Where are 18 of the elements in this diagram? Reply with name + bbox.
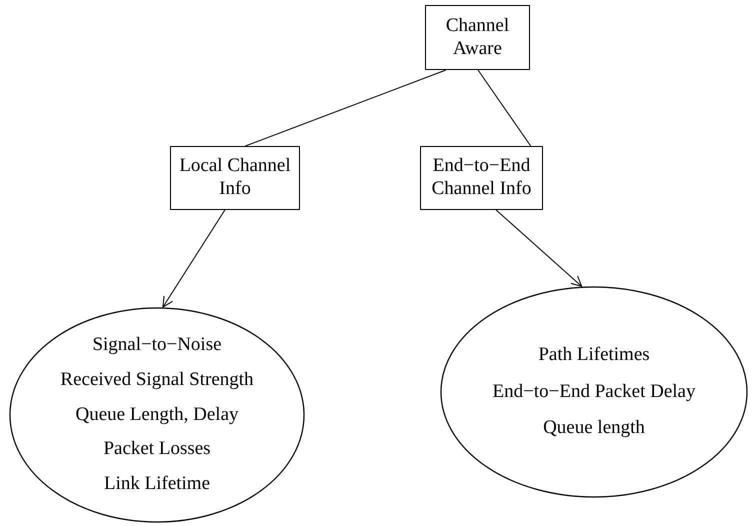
label-box (420, 146, 543, 210)
list-item-text: Received Signal Strength (60, 368, 254, 392)
list-item-text: Queue length (543, 417, 645, 440)
box-label: Local Channel Info (178, 155, 292, 201)
arrow (496, 210, 582, 287)
list-item-text: Queue Length, Delay (75, 404, 239, 426)
list-item-text: Packet Losses (103, 438, 211, 462)
connector-line (478, 70, 532, 146)
list-item-text: Link Lifetime (104, 473, 210, 496)
list-item-text: End−to−End Packet Delay (492, 380, 696, 404)
label-box (170, 146, 300, 210)
list-item-text: Signal−to−Noise (92, 334, 222, 357)
list-item-text: Path Lifetimes (538, 344, 650, 367)
label-box (425, 5, 530, 70)
box-label: Channel Aware (444, 14, 510, 60)
box-label: End−to−End Channel Info (430, 155, 532, 201)
connector-line (244, 70, 446, 146)
arrow (162, 210, 226, 308)
